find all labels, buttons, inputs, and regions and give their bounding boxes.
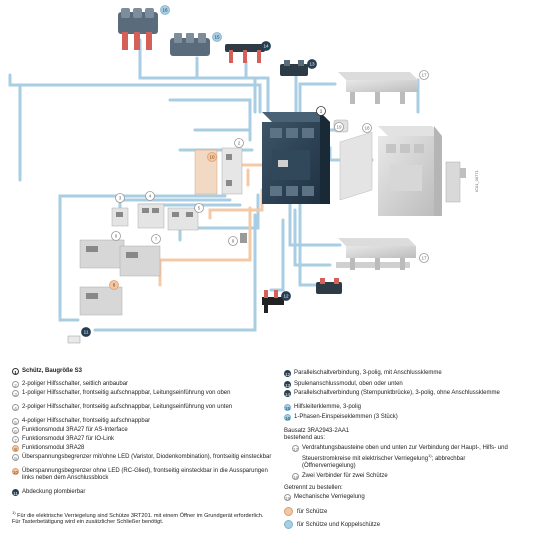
bausatz-title: Bausatz 3RA2943-2AA1	[284, 428, 350, 434]
part-8-3ra28-module	[79, 286, 123, 316]
svg-text:9: 9	[232, 239, 235, 244]
part-18-connector	[339, 131, 373, 201]
svg-text:8: 8	[113, 283, 116, 288]
callout-11: 11	[81, 327, 91, 337]
key-item-schuetze: für Schütze	[284, 507, 380, 516]
footnote: 1) Für die elektrische Verriegelung sind…	[12, 510, 264, 526]
bausatz-item-18: 18 Zwei Verbinder für zwei Schütze	[292, 473, 388, 480]
part-13-coil-module-bottom	[316, 278, 342, 294]
callout-12: 12	[281, 291, 291, 301]
image-id: IC01_00771	[474, 169, 479, 192]
part-15-aux-terminal	[170, 33, 210, 56]
svg-text:5: 5	[198, 206, 201, 211]
bausatz-item-17: 17 Verdrahtungsbausteine oben und unten …	[292, 445, 508, 469]
bausatz-subtitle: bestehend aus:	[284, 435, 326, 441]
callout-19: 19	[334, 122, 344, 132]
getrennt-label: Getrennt zu bestellen:	[284, 485, 343, 491]
svg-text:11: 11	[84, 330, 89, 335]
callout-10: 10	[207, 152, 217, 162]
callout-6: 6	[111, 231, 121, 241]
part-5-aux-4pole	[167, 207, 199, 231]
callout-13: 13	[307, 59, 317, 69]
svg-text:13: 13	[309, 62, 315, 67]
svg-text:16: 16	[162, 8, 168, 13]
key-item-koppelschuetze: für Schütze und Koppelschütze	[284, 520, 380, 530]
part-1-contactor	[262, 112, 330, 204]
svg-text:14: 14	[263, 44, 269, 49]
callout-17: 17	[419, 70, 429, 80]
part-9-surge	[240, 233, 247, 243]
callout-9: 9	[228, 236, 238, 246]
part-17-bottom-wiring-module	[336, 238, 416, 270]
svg-text:12: 12	[283, 294, 289, 299]
svg-text:15: 15	[214, 35, 220, 40]
callout-2: 2	[234, 138, 244, 148]
part-6-asi-module	[79, 239, 125, 269]
callout-7: 7	[151, 234, 161, 244]
svg-text:3: 3	[119, 196, 122, 201]
svg-text:10: 10	[209, 155, 215, 160]
callout-8: 8	[109, 280, 119, 290]
bausatz-block: Bausatz 3RA2943-2AA1 bestehend aus: 17 V…	[284, 428, 529, 501]
part-14-star-bridge	[225, 44, 265, 63]
callout-5: 5	[194, 203, 204, 213]
callout-17: 17	[419, 253, 429, 263]
part-16-feed-terminals	[118, 8, 158, 50]
bausatz-item-19: 19 Mechanische Verriegelung	[284, 494, 365, 501]
callout-4: 4	[145, 191, 155, 201]
svg-text:19: 19	[336, 125, 342, 130]
svg-text:6: 6	[115, 234, 118, 239]
color-key: für Schütze für Schütze und Koppelschütz…	[284, 507, 380, 530]
svg-text:4: 4	[149, 194, 152, 199]
part-17-top-wiring-module	[338, 72, 418, 104]
svg-text:17: 17	[421, 73, 427, 78]
grey-side-aux	[445, 161, 466, 203]
part-12-parallel-link	[262, 290, 284, 313]
callout-14: 14	[261, 41, 271, 51]
svg-text:7: 7	[155, 237, 158, 242]
part-7-iolink-module	[119, 245, 161, 277]
svg-text:18: 18	[364, 126, 370, 131]
svg-text:1: 1	[320, 109, 323, 114]
svg-text:17: 17	[421, 256, 427, 261]
part-4-aux-2pole	[137, 203, 165, 229]
part-3-aux-1pole	[111, 207, 129, 227]
callout-3: 3	[115, 193, 125, 203]
part-13-coil-module	[280, 60, 308, 76]
callout-1: 1	[316, 106, 326, 116]
callout-18: 18	[362, 123, 372, 133]
grey-contactor	[378, 126, 442, 216]
callout-16: 16	[160, 5, 170, 15]
part-2-side-aux	[221, 147, 243, 195]
callout-15: 15	[212, 32, 222, 42]
svg-text:2: 2	[238, 141, 241, 146]
part-11-cover	[67, 335, 81, 344]
